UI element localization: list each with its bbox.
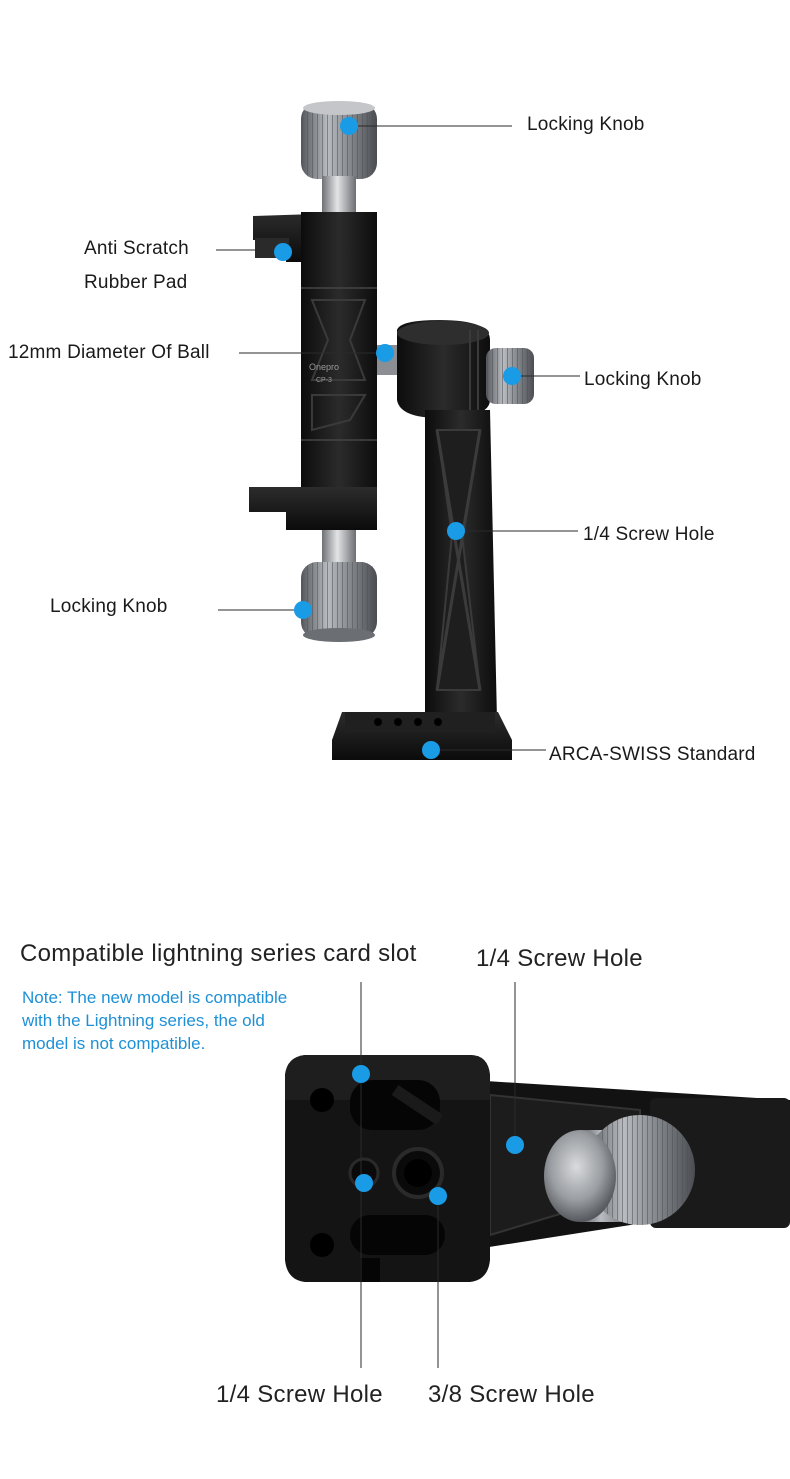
label-screw-hole-top: 1/4 Screw Hole bbox=[476, 945, 643, 972]
label-anti-scratch-line2: Rubber Pad bbox=[84, 272, 188, 293]
label-screw-hole: 1/4 Screw Hole bbox=[583, 524, 715, 545]
model-marking: CP-3 bbox=[316, 377, 332, 384]
note-line3: model is not compatible. bbox=[22, 1034, 206, 1053]
note-line2: with the Lightning series, the old bbox=[22, 1011, 265, 1030]
label-card-slot: Compatible lightning series card slot bbox=[20, 940, 417, 967]
label-screw-hole-bottom-left: 1/4 Screw Hole bbox=[216, 1381, 383, 1408]
note-line1: Note: The new model is compatible bbox=[22, 988, 288, 1007]
top-locking-knob-graphic bbox=[301, 101, 377, 212]
label-locking-knob-top: Locking Knob bbox=[527, 114, 645, 135]
label-anti-scratch-line1: Anti Scratch bbox=[84, 238, 189, 259]
label-arca-swiss: ARCA-SWISS Standard bbox=[549, 744, 756, 765]
bottom-locking-knob-graphic bbox=[301, 530, 377, 642]
label-screw-hole-bottom-right: 3/8 Screw Hole bbox=[428, 1381, 595, 1408]
brand-marking: Onepro bbox=[309, 362, 339, 372]
callout-dots bbox=[274, 117, 524, 1205]
side-knob-graphic bbox=[544, 1115, 695, 1225]
compatibility-note: Note: The new model is compatible with t… bbox=[22, 986, 362, 1055]
label-ball-diameter: 12mm Diameter Of Ball bbox=[8, 342, 210, 363]
label-locking-knob-right: Locking Knob bbox=[584, 369, 702, 390]
label-locking-knob-bottom: Locking Knob bbox=[50, 596, 168, 617]
